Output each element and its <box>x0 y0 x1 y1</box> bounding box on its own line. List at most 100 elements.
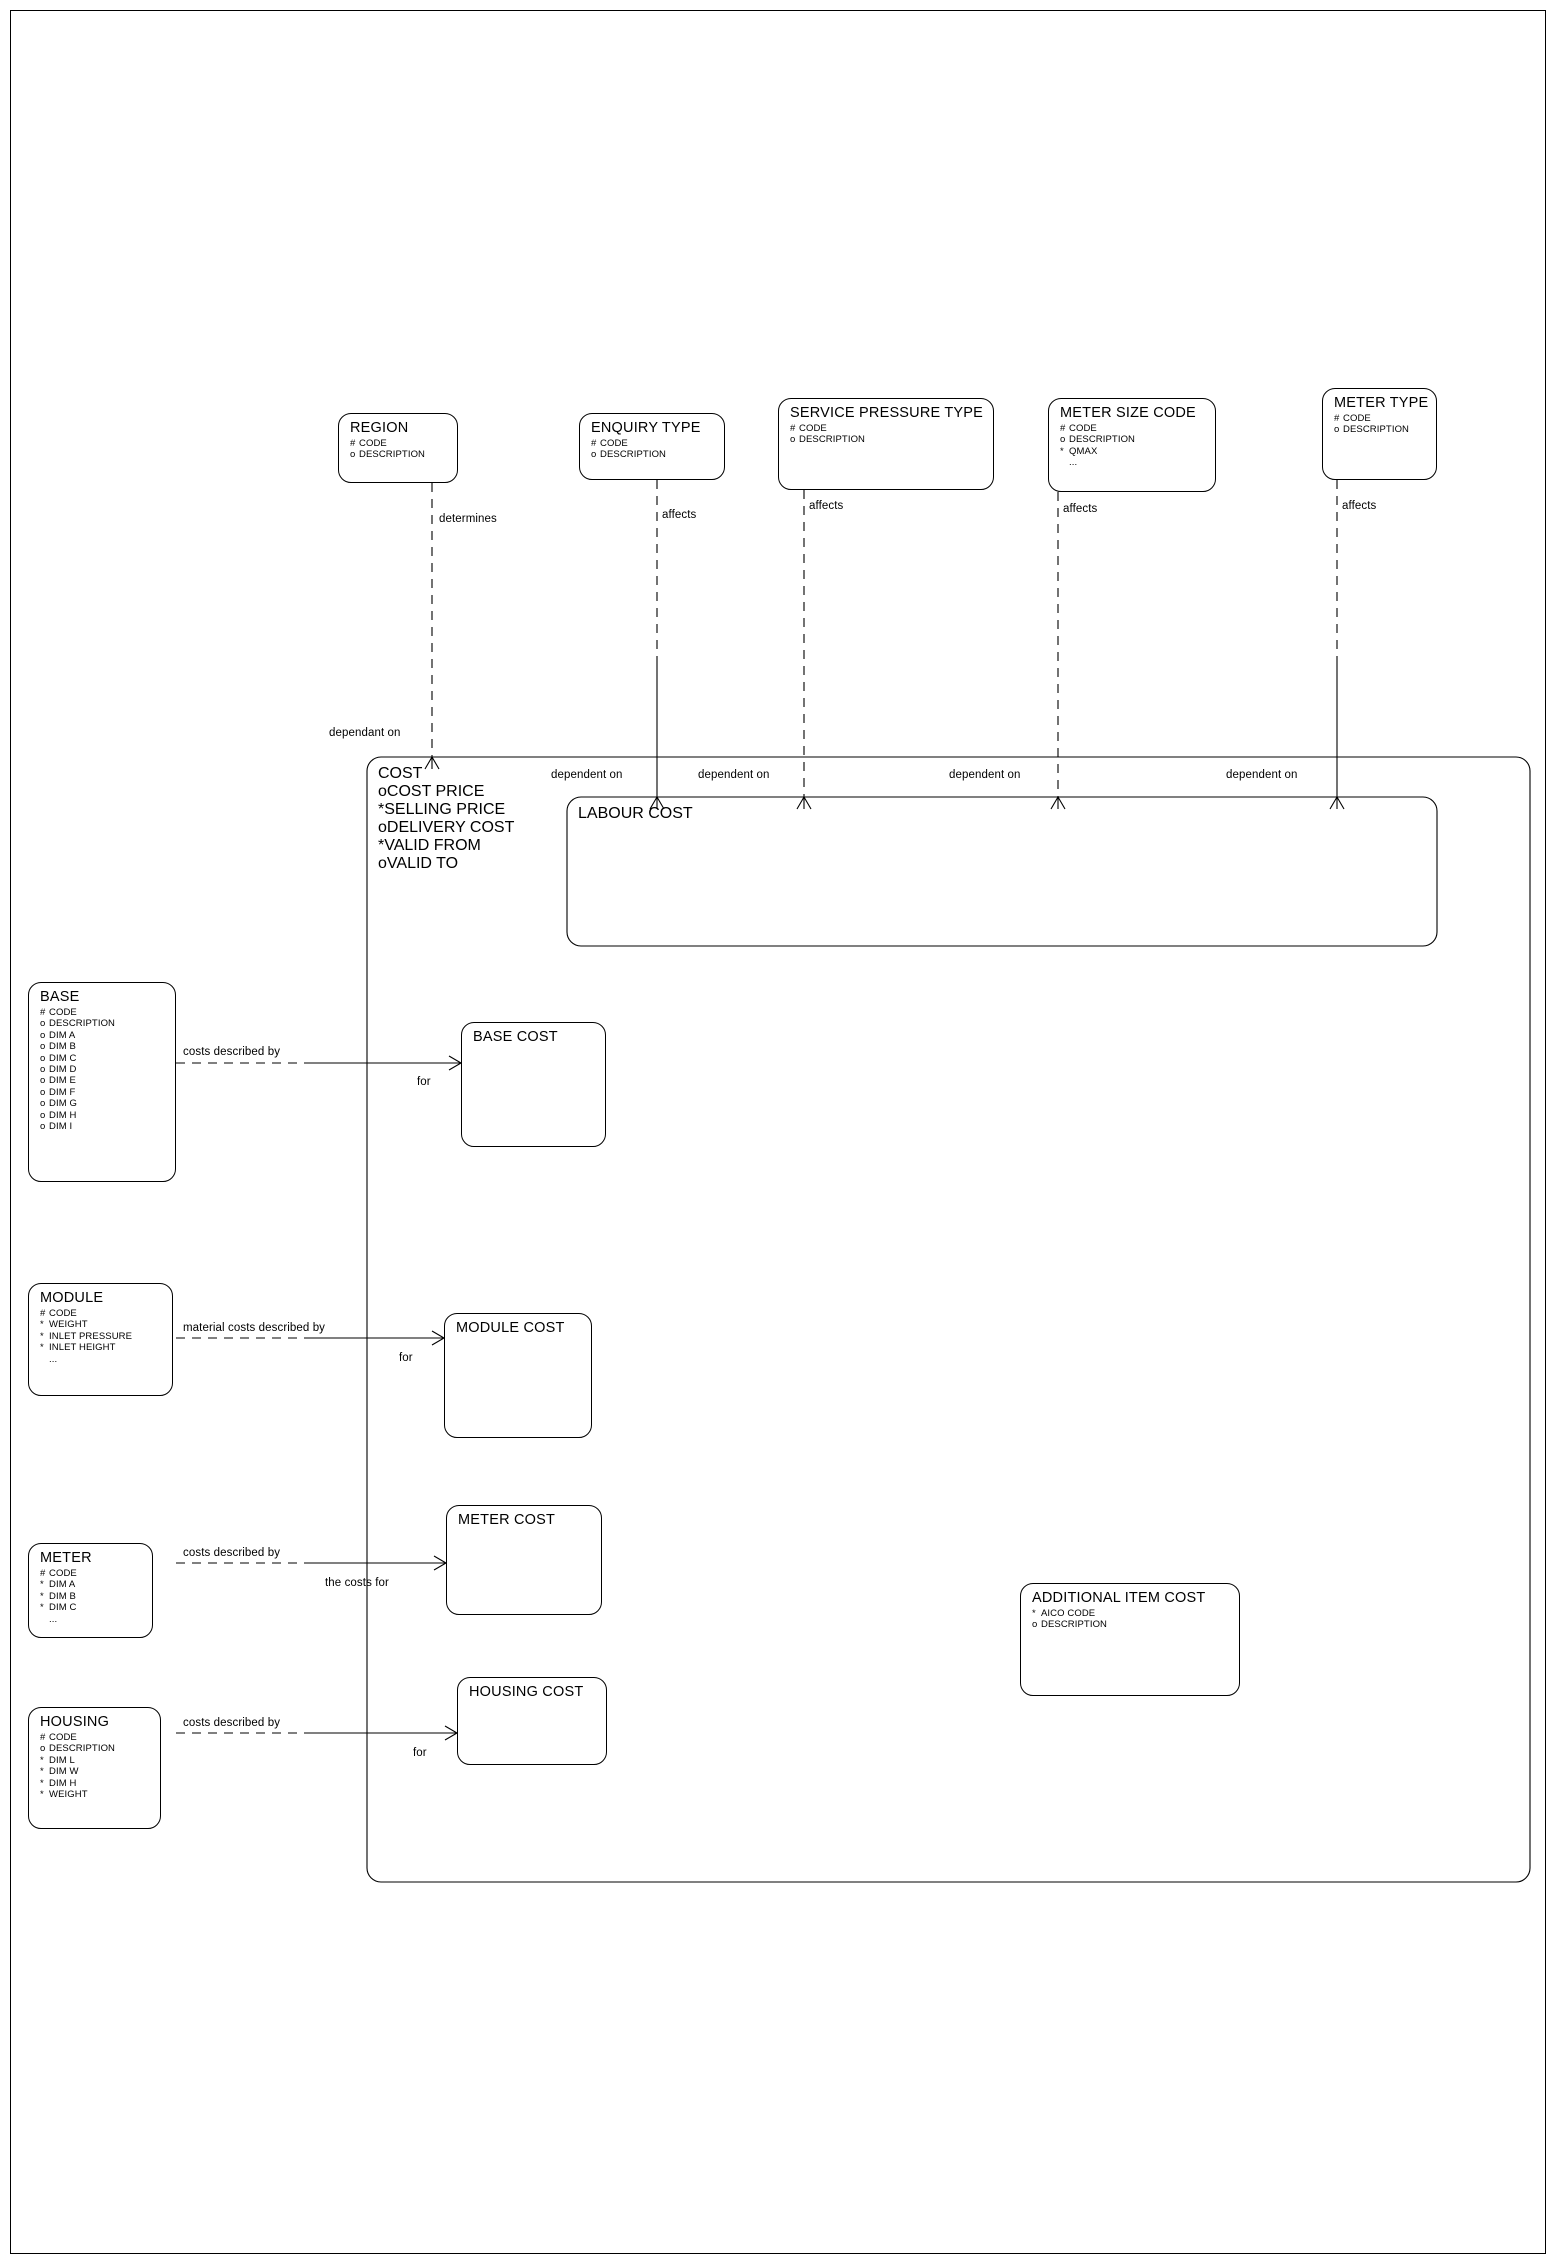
attribute-row: oVALID TO <box>378 855 553 873</box>
attribute-row: ... <box>1060 457 1206 468</box>
label-module-for: for <box>399 1352 413 1364</box>
attribute-marker: # <box>1060 423 1066 434</box>
label-meter-size-dependent-on: dependent on <box>949 769 1021 781</box>
attribute-name: DESCRIPTION <box>49 1743 116 1755</box>
attribute-name: ... <box>1069 457 1078 469</box>
attribute-name: CODE <box>49 1568 77 1579</box>
attribute-name: DIM D <box>49 1064 77 1076</box>
attribute-name: DIM G <box>49 1098 77 1110</box>
attribute-marker: * <box>40 1579 44 1591</box>
entity-enquiry-type-name: ENQUIRY TYPE <box>591 420 701 436</box>
attribute-name: COST PRICE <box>386 783 485 800</box>
entity-module[interactable]: MODULE #CODE *WEIGHT *INLET PRESSURE *IN… <box>28 1283 173 1396</box>
attribute-name: DIM A <box>49 1029 76 1041</box>
attribute-marker: o <box>790 434 796 446</box>
attribute-marker: # <box>790 423 796 434</box>
attribute-marker: o <box>1334 424 1340 436</box>
label-module-material-costs-described-by: material costs described by <box>183 1322 326 1334</box>
label-region-dependant-on: dependant on <box>329 727 401 739</box>
attribute-marker: o <box>40 1086 46 1098</box>
attribute-row: *VALID FROM <box>378 837 553 855</box>
attribute-marker: # <box>40 1732 46 1743</box>
entity-service-pressure-type-name: SERVICE PRESSURE TYPE <box>790 405 984 421</box>
crowsfoot-meter-size <box>1050 796 1066 810</box>
attribute-marker: # <box>40 1007 46 1018</box>
attribute-name: CODE <box>49 1308 77 1319</box>
attribute-marker: # <box>1334 413 1340 424</box>
label-base-costs-described-by: costs described by <box>183 1046 281 1058</box>
attribute-row: ... <box>40 1354 163 1365</box>
label-enquiry-dependent-on: dependent on <box>551 769 623 781</box>
attribute-marker: o <box>591 449 597 461</box>
attribute-marker: * <box>40 1330 44 1342</box>
entity-meter-size-code-name: METER SIZE CODE <box>1060 405 1196 421</box>
entity-base-cost[interactable]: BASE COST <box>461 1022 606 1147</box>
attribute-marker: o <box>40 1098 46 1110</box>
crowsfoot-service-pressure <box>796 796 812 810</box>
attribute-marker: * <box>40 1789 44 1801</box>
attribute-name: VALID FROM <box>384 837 481 854</box>
attribute-name: DIM W <box>49 1766 79 1778</box>
entity-meter[interactable]: METER #CODE *DIM A *DIM B *DIM C ... <box>28 1543 153 1638</box>
attribute-marker: * <box>40 1342 44 1354</box>
attribute-row: #CODE <box>350 438 448 449</box>
entity-housing-cost[interactable]: HOUSING COST <box>457 1677 607 1765</box>
attribute-marker: # <box>40 1568 46 1579</box>
label-meter-the-costs-for: the costs for <box>325 1577 389 1589</box>
attribute-name: QMAX <box>1069 445 1098 457</box>
attribute-name: DESCRIPTION <box>1343 424 1410 436</box>
entity-labour-cost[interactable]: LABOUR COST <box>578 805 828 831</box>
attribute-row: #CODE <box>1060 423 1206 434</box>
entity-module-cost[interactable]: MODULE COST <box>444 1313 592 1438</box>
attribute-marker: o <box>40 1018 46 1030</box>
attribute-marker: o <box>40 1743 46 1755</box>
crowsfoot-base-cost <box>448 1055 462 1071</box>
attribute-name: CODE <box>600 438 628 449</box>
attribute-marker: * <box>40 1777 44 1789</box>
attribute-name: DESCRIPTION <box>600 449 667 461</box>
attribute-name: DIM H <box>49 1109 77 1121</box>
label-base-for: for <box>417 1076 431 1088</box>
attribute-marker: # <box>40 1308 46 1319</box>
entity-module-cost-name: MODULE COST <box>456 1320 565 1336</box>
attribute-name: DESCRIPTION <box>49 1018 116 1030</box>
entity-meter-cost-name: METER COST <box>458 1512 556 1528</box>
attribute-row: *AICO CODE <box>1032 1608 1230 1619</box>
label-service-pressure-affects: affects <box>809 500 844 512</box>
entity-meter-cost[interactable]: METER COST <box>446 1505 602 1615</box>
attribute-name: DESCRIPTION <box>1069 434 1136 446</box>
attribute-name: WEIGHT <box>49 1319 88 1331</box>
attribute-name: DESCRIPTION <box>1041 1619 1108 1631</box>
attribute-name: DESCRIPTION <box>799 434 866 446</box>
entity-meter-attributes: #CODE *DIM A *DIM B *DIM C ... <box>40 1568 143 1625</box>
entity-additional-item-cost-name: ADDITIONAL ITEM COST <box>1032 1590 1206 1606</box>
attribute-name: DESCRIPTION <box>359 449 426 461</box>
attribute-row: oDELIVERY COST <box>378 819 553 837</box>
attribute-name: CODE <box>1343 413 1371 424</box>
entity-cost[interactable]: COST oCOST PRICE *SELLING PRICE oDELIVER… <box>378 765 553 872</box>
attribute-row: *DIM B <box>40 1591 143 1602</box>
